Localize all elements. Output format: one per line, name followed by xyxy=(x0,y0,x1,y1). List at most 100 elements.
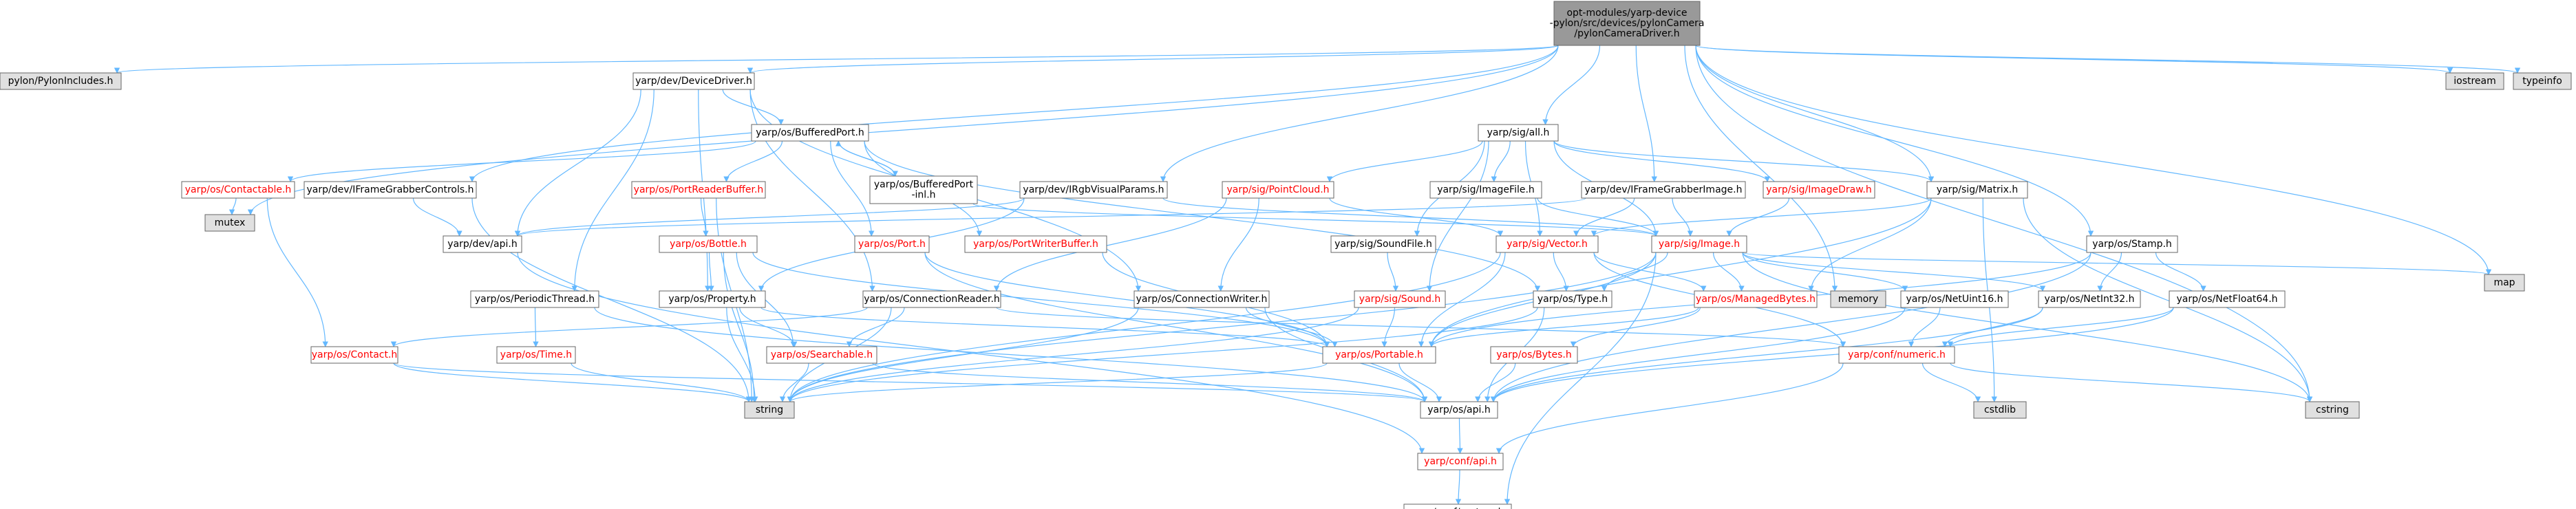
node-map: map xyxy=(2484,274,2525,292)
node-label-devapi: yarp/dev/api.h xyxy=(447,239,517,250)
node-box-matrix xyxy=(1926,181,2028,199)
edge-root-to-irgb xyxy=(1160,45,1559,182)
node-periodic[interactable]: yarp/os/PeriodicThread.h xyxy=(470,290,599,308)
node-label-confapi: yarp/conf/api.h xyxy=(1424,456,1497,467)
edge-numeric-to-cstdlib xyxy=(1922,362,1981,402)
node-system[interactable]: yarp/conf/system.h xyxy=(1403,503,1512,509)
node-box-searchable xyxy=(766,346,877,364)
node-contactable[interactable]: yarp/os/Contactable.h xyxy=(181,181,295,199)
edge-sound-to-portable xyxy=(1381,307,1396,347)
node-time[interactable]: yarp/os/Time.h xyxy=(496,346,576,364)
edge-stamp-to-netfloat64 xyxy=(2155,252,2206,292)
edge-netuint16-to-numeric xyxy=(1908,307,1941,347)
node-bytes[interactable]: yarp/os/Bytes.h xyxy=(1490,346,1578,364)
node-root[interactable]: opt-modules/yarp-device-pylon/src/device… xyxy=(1550,1,1705,46)
node-image[interactable]: yarp/sig/Image.h xyxy=(1651,235,1747,253)
node-stamp[interactable]: yarp/os/Stamp.h xyxy=(2086,235,2178,253)
node-soundfile[interactable]: yarp/sig/SoundFile.h xyxy=(1330,235,1436,253)
node-bufportinl[interactable]: yarp/os/BufferedPort-inl.h xyxy=(869,175,978,204)
node-label-cstdlib: cstdlib xyxy=(1984,404,2016,415)
node-box-port xyxy=(854,235,930,253)
node-box-map xyxy=(2484,274,2525,292)
node-label-typeinfo: typeinfo xyxy=(2522,76,2562,87)
edge-image-to-type xyxy=(1601,252,1668,292)
node-bufport[interactable]: yarp/os/BufferedPort.h xyxy=(751,124,869,142)
edge-devdriver-to-connreader xyxy=(749,89,875,292)
node-sigall[interactable]: yarp/sig/all.h xyxy=(1478,124,1559,142)
node-box-property xyxy=(659,290,766,308)
node-box-sigall xyxy=(1478,124,1559,142)
edge-sound-to-string xyxy=(787,307,1359,402)
node-confapi[interactable]: yarp/conf/api.h xyxy=(1417,453,1504,470)
node-irgb[interactable]: yarp/dev/IRgbVisualParams.h xyxy=(1019,181,1168,199)
node-port[interactable]: yarp/os/Port.h xyxy=(854,235,930,253)
node-sound[interactable]: yarp/sig/Sound.h xyxy=(1354,290,1446,308)
node-label-devdriver: yarp/dev/DeviceDriver.h xyxy=(635,76,752,87)
node-pointcloud[interactable]: yarp/sig/PointCloud.h xyxy=(1222,181,1334,199)
node-label-searchable: yarp/os/Searchable.h xyxy=(771,349,873,360)
edge-root-to-ifgimage xyxy=(1635,45,1657,182)
node-osapi[interactable]: yarp/os/api.h xyxy=(1420,401,1498,419)
node-box-devdriver xyxy=(632,72,755,90)
edge-root-to-sigall xyxy=(1542,45,1601,125)
dependency-edges xyxy=(114,45,2520,505)
node-devdriver[interactable]: yarp/dev/DeviceDriver.h xyxy=(632,72,755,90)
edge-vector-to-type xyxy=(1553,252,1569,292)
node-vector[interactable]: yarp/sig/Vector.h xyxy=(1495,235,1599,253)
edge-vector-to-managedbytes xyxy=(1593,252,1707,292)
node-searchable[interactable]: yarp/os/Searchable.h xyxy=(766,346,877,364)
node-pylon: pylon/PylonIncludes.h xyxy=(0,72,122,90)
node-numeric[interactable]: yarp/conf/numeric.h xyxy=(1838,346,1955,364)
node-label-bytes: yarp/os/Bytes.h xyxy=(1496,349,1571,360)
node-label-connreader: yarp/os/ConnectionReader.h xyxy=(864,294,1000,305)
node-box-imagefile xyxy=(1429,181,1542,199)
edge-irgb-to-devapi xyxy=(515,197,1025,237)
node-portwriterbuf[interactable]: yarp/os/PortWriterBuffer.h xyxy=(964,235,1107,253)
node-type[interactable]: yarp/os/Type.h xyxy=(1533,290,1612,308)
node-label-pylon: pylon/PylonIncludes.h xyxy=(8,76,114,87)
node-bottle[interactable]: yarp/os/Bottle.h xyxy=(659,235,758,253)
node-label-soundfile: yarp/sig/SoundFile.h xyxy=(1334,239,1432,250)
node-imagefile[interactable]: yarp/sig/ImageFile.h xyxy=(1429,181,1542,199)
node-contact[interactable]: yarp/os/Contact.h xyxy=(310,346,398,364)
node-property[interactable]: yarp/os/Property.h xyxy=(659,290,766,308)
edge-bufport-to-portreaderbuf xyxy=(723,140,783,182)
node-managedbytes[interactable]: yarp/os/ManagedBytes.h xyxy=(1694,290,1818,308)
node-portreaderbuf[interactable]: yarp/os/PortReaderBuffer.h xyxy=(631,181,766,199)
node-netfloat64[interactable]: yarp/os/NetFloat64.h xyxy=(2169,290,2286,308)
node-netuint16[interactable]: yarp/os/NetUint16.h xyxy=(1900,290,2009,308)
node-label-ifgctrl: yarp/dev/IFrameGrabberControls.h xyxy=(306,184,473,195)
node-box-bottle xyxy=(659,235,758,253)
edge-pointcloud-to-vector xyxy=(1329,197,1504,237)
node-box-periodic xyxy=(470,290,599,308)
node-devapi[interactable]: yarp/dev/api.h xyxy=(443,235,522,253)
node-box-netuint16 xyxy=(1900,290,2009,308)
edge-stamp-to-osapi xyxy=(1490,252,2091,402)
edge-stamp-to-netint32 xyxy=(2097,252,2122,292)
node-label-root: opt-modules/yarp-device xyxy=(1566,8,1687,19)
node-string: string xyxy=(744,401,795,419)
edge-matrix-to-vector xyxy=(1590,197,1932,237)
edge-ifgimage-to-vector xyxy=(1573,197,1635,237)
node-label-periodic: yarp/os/PeriodicThread.h xyxy=(475,294,595,305)
node-label-bottle: yarp/os/Bottle.h xyxy=(670,239,747,250)
node-ifgctrl[interactable]: yarp/dev/IFrameGrabberControls.h xyxy=(304,181,477,199)
edge-root-to-typeinfo xyxy=(1695,45,2520,74)
edge-matrix-to-portable xyxy=(1428,197,1932,347)
node-imagedraw[interactable]: yarp/sig/ImageDraw.h xyxy=(1763,181,1875,199)
node-connreader[interactable]: yarp/os/ConnectionReader.h xyxy=(862,290,1001,308)
edge-ifgimage-to-image xyxy=(1672,197,1694,237)
edge-sigall-to-sound xyxy=(1426,140,1489,292)
node-mutex: mutex xyxy=(204,214,255,232)
node-matrix[interactable]: yarp/sig/Matrix.h xyxy=(1926,181,2028,199)
node-label-irgb: yarp/dev/IRgbVisualParams.h xyxy=(1023,184,1164,195)
edge-ifgctrl-to-string xyxy=(471,197,752,402)
node-connwriter[interactable]: yarp/os/ConnectionWriter.h xyxy=(1133,290,1270,308)
node-label-cstring: cstring xyxy=(2316,404,2349,415)
node-portable[interactable]: yarp/os/Portable.h xyxy=(1322,346,1436,364)
node-ifgimage[interactable]: yarp/dev/IFrameGrabberImage.h xyxy=(1581,181,1746,199)
node-box-system xyxy=(1403,503,1512,509)
edge-irgb-to-image xyxy=(1162,197,1659,237)
node-netint32[interactable]: yarp/os/NetInt32.h xyxy=(2038,290,2141,308)
